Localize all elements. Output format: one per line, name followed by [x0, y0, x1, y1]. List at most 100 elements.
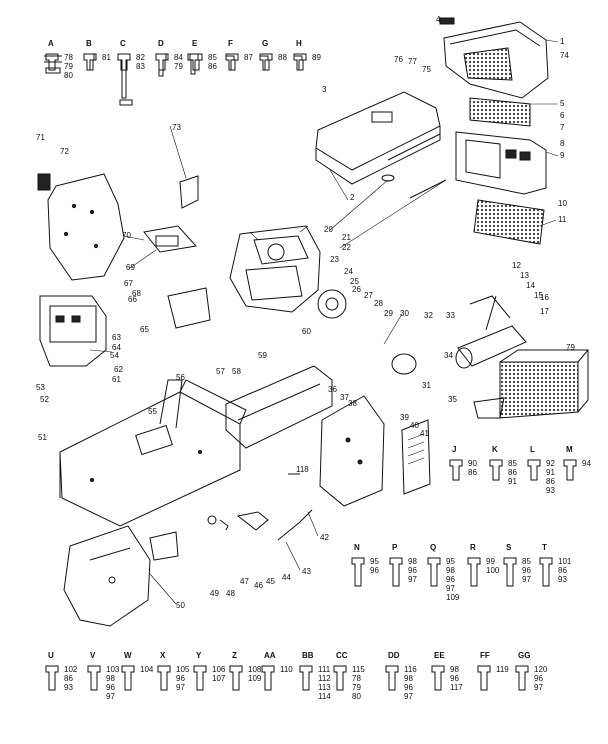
callout-75: 75	[422, 65, 431, 74]
legend-part-number: 87	[244, 53, 253, 62]
callout-51: 51	[38, 433, 47, 442]
callout-14: 14	[526, 281, 535, 290]
legend-part-number: 97	[404, 692, 413, 701]
bolt-icon	[431, 665, 445, 691]
callout-21: 21	[342, 233, 351, 242]
rod-42	[277, 509, 313, 541]
legend-letter: R	[470, 543, 476, 552]
legend-part-number: 85	[208, 53, 217, 62]
bolt-icon	[539, 557, 553, 587]
callout-31: 31	[422, 381, 431, 390]
callout-37: 37	[340, 393, 349, 402]
callout-66: 66	[128, 295, 137, 304]
legend-letter: DD	[388, 651, 400, 660]
legend-letter: P	[392, 543, 398, 552]
callout-35: 35	[448, 395, 457, 404]
bracket-68	[167, 287, 211, 329]
callout-40: 40	[410, 421, 419, 430]
grille-frame	[455, 131, 547, 195]
legend-part-number: 98	[408, 557, 417, 566]
legend-part-number: 116	[404, 665, 417, 674]
callout-16: 16	[540, 293, 549, 302]
battery-box	[39, 295, 107, 367]
bolt-icon	[45, 665, 59, 691]
callout-50: 50	[176, 601, 185, 610]
bolt-icon	[45, 53, 59, 71]
legend-letter: F	[228, 39, 233, 48]
legend-part-number: 78	[352, 674, 361, 683]
callout-34: 34	[444, 351, 453, 360]
legend-part-number: 89	[312, 53, 321, 62]
bolt-icon	[189, 53, 203, 71]
legend-part-number: 86	[546, 477, 555, 486]
legend-letter: X	[160, 651, 166, 660]
bolt-icon	[87, 665, 101, 691]
legend-letter: AA	[264, 651, 276, 660]
legend-letter: E	[192, 39, 198, 48]
legend-letter: B	[86, 39, 92, 48]
legend-part-number: 80	[64, 71, 73, 80]
legend-part-number: 117	[450, 683, 463, 692]
legend-part-number: 82	[136, 53, 145, 62]
legend-part-number: 107	[212, 674, 226, 683]
linkage	[236, 511, 269, 531]
heat-shield	[499, 349, 590, 419]
callout-24: 24	[344, 267, 353, 276]
hood-assembly	[439, 17, 549, 99]
callout-46: 46	[254, 581, 263, 590]
bolt-icon	[427, 557, 441, 587]
bolt-icon	[293, 53, 307, 71]
callout-17: 17	[540, 307, 549, 316]
legend-part-number: 85	[522, 557, 531, 566]
legend-letter: J	[452, 445, 456, 454]
legend-letter: H	[296, 39, 302, 48]
bolt-icon	[333, 665, 347, 691]
legend-part-number: 96	[450, 674, 459, 683]
bolt-icon	[503, 557, 517, 587]
callout-72: 72	[60, 147, 69, 156]
legend-part-number: 103	[106, 665, 120, 674]
legend-part-number: 108	[248, 665, 262, 674]
callout-73: 73	[172, 123, 181, 132]
legend-part-number: 112	[318, 674, 331, 683]
callout-60: 60	[302, 327, 311, 336]
bolt-icon	[117, 53, 131, 71]
dash-panel	[37, 173, 125, 281]
main-frame	[59, 379, 247, 527]
battery-tray	[143, 225, 197, 253]
callout-39: 39	[400, 413, 409, 422]
exhaust-pipe	[469, 295, 511, 319]
callout-5: 5	[560, 99, 565, 108]
legend-middle-row: N9596P989697Q95989697109R99100S859697T10…	[351, 543, 572, 602]
legend-letter: EE	[434, 651, 445, 660]
callout-59: 59	[258, 351, 267, 360]
legend-part-number: 93	[546, 486, 555, 495]
callout-44: 44	[282, 573, 291, 582]
legend-letter: Q	[430, 543, 436, 552]
legend-letter: W	[124, 651, 132, 660]
legend-part-number: 95	[446, 557, 455, 566]
washer-20	[381, 174, 395, 182]
legend-part-number: 84	[174, 53, 183, 62]
bolt-icon	[83, 53, 97, 71]
legend-part-number: 90	[468, 459, 477, 468]
callout-52: 52	[40, 395, 49, 404]
grille-screen	[463, 47, 513, 81]
steering-column	[159, 379, 183, 429]
callout-9: 9	[560, 151, 565, 160]
legend-part-number: 96	[534, 674, 543, 683]
callout-8: 8	[560, 139, 565, 148]
callout-10: 10	[558, 199, 567, 208]
callout-32: 32	[424, 311, 433, 320]
legend-part-number: 96	[404, 683, 413, 692]
legend-part-number: 86	[468, 468, 477, 477]
legend-part-number: 95	[370, 557, 379, 566]
legend-part-number: 98	[404, 674, 413, 683]
bolt-icon	[389, 557, 403, 587]
callout-7: 7	[560, 123, 565, 132]
callout-12: 12	[512, 261, 521, 270]
callout-47: 47	[240, 577, 249, 586]
callout-23: 23	[330, 255, 339, 264]
callout-56: 56	[176, 373, 185, 382]
